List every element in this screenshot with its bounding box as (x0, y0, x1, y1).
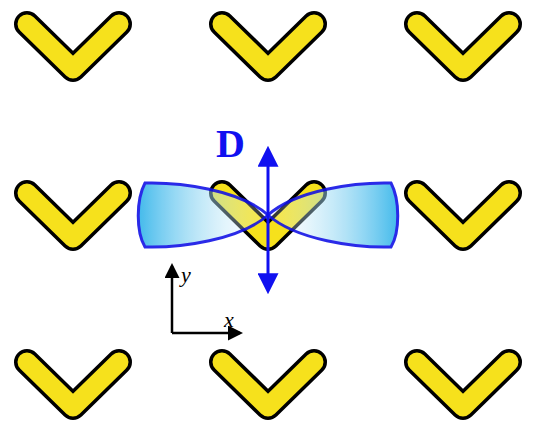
dipole-arrow (267, 150, 270, 290)
v-particle (27, 24, 119, 69)
v-particle (27, 193, 119, 238)
v-particle (222, 24, 314, 69)
v-particle (222, 362, 314, 407)
v-particle (27, 24, 119, 69)
axis-label: x (224, 309, 234, 331)
v-particle (27, 362, 119, 407)
axis-label: y (181, 264, 191, 286)
v-particle (417, 24, 509, 69)
v-particle (417, 362, 509, 407)
v-particle (27, 362, 119, 407)
v-particle (417, 362, 509, 407)
dipole-label: D (216, 124, 245, 164)
v-particle (417, 193, 509, 238)
v-particles (27, 24, 509, 407)
v-particle (417, 24, 509, 69)
v-particle (417, 193, 509, 238)
v-particle (27, 193, 119, 238)
v-particle (222, 24, 314, 69)
v-particle (222, 362, 314, 407)
